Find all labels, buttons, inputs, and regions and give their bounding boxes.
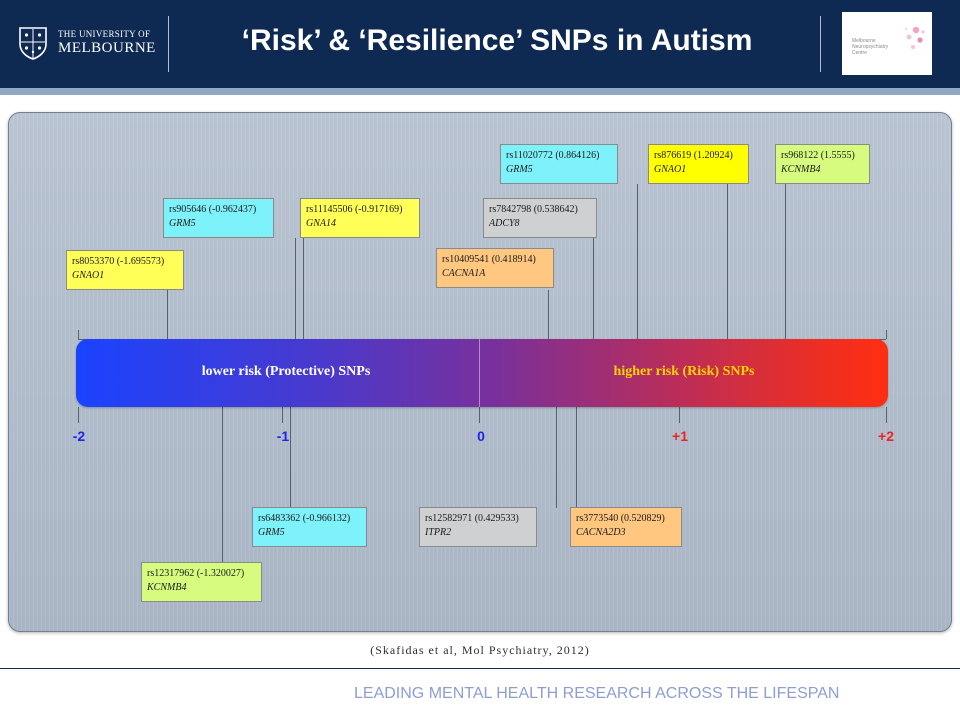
snp-id: rs8053370 (-1.695573) (72, 256, 165, 267)
connector-rs905646 (295, 238, 296, 339)
snp-box-rs11020772: rs11020772 (0.864126) GRM5 (500, 144, 618, 184)
connector-rs11145506 (303, 238, 304, 339)
protective-label: lower risk (Protective) SNPs (201, 364, 371, 379)
snp-gene: ITPR2 (425, 527, 452, 538)
snp-gene: CACNA1A (442, 268, 486, 279)
snp-box-rs8053370: rs8053370 (-1.695573) GNAO1 (66, 250, 184, 290)
tick-label-plus1: +1 (672, 428, 688, 444)
header-divider (820, 16, 821, 72)
scale-zero-divider (479, 339, 480, 407)
partner-logo: Melbourne Neuropsychiatry Centre (842, 12, 932, 75)
snp-id: rs11145506 (-0.917169) (306, 204, 403, 215)
snp-box-rs12582971: rs12582971 (0.429533) ITPR2 (419, 507, 537, 547)
snp-gene: GRM5 (169, 218, 196, 229)
axis-tick-plus2 (886, 407, 887, 423)
university-name-line1: THE UNIVERSITY OF (58, 29, 151, 39)
snp-gene: GNAO1 (72, 270, 105, 281)
header-divider (168, 16, 169, 72)
snp-box-rs6483362: rs6483362 (-0.966132) GRM5 (252, 507, 367, 547)
connector-rs7842798 (593, 238, 594, 339)
snp-gene: CACNA2D3 (576, 527, 626, 538)
snp-box-rs876619: rs876619 (1.20924) GNAO1 (648, 144, 749, 184)
connector-rs10409541 (548, 290, 549, 339)
snp-box-rs905646: rs905646 (-0.962437) GRM5 (163, 198, 274, 238)
snp-id: rs11020772 (0.864126) (506, 150, 600, 161)
tick-label-minus1: -1 (276, 428, 290, 444)
snp-id: rs3773540 (0.520829) (576, 513, 665, 524)
snp-id: rs10409541 (0.418914) (442, 254, 536, 265)
connector-rs8053370 (167, 290, 168, 339)
snp-gene: KCNMB4 (147, 582, 187, 593)
snp-box-rs3773540: rs3773540 (0.520829) CACNA2D3 (570, 507, 682, 547)
snp-gene: GRM5 (506, 164, 533, 175)
connector-rs12582971 (556, 407, 557, 508)
snp-box-rs10409541: rs10409541 (0.418914) CACNA1A (436, 248, 554, 288)
snp-id: rs905646 (-0.962437) (169, 204, 257, 215)
partner-logo-text: Melbourne Neuropsychiatry Centre (852, 38, 889, 56)
partner-logo-mark-icon (904, 26, 925, 49)
axis-tick-zero (479, 407, 480, 423)
connector-rs3773540 (576, 407, 577, 508)
header-bar: THE UNIVERSITY OF MELBOURNE ‘Risk’ & ‘Re… (0, 0, 960, 88)
snp-id: rs6483362 (-0.966132) (258, 513, 351, 524)
header-stripe (0, 88, 960, 95)
snp-gene: GNA14 (306, 218, 336, 229)
tick-label-minus2: -2 (72, 428, 86, 444)
citation: (Skafidas et al, Mol Psychiatry, 2012) (370, 643, 590, 657)
connector-rs876619 (727, 184, 728, 339)
snp-gene: GRM5 (258, 527, 285, 538)
snp-id: rs7842798 (0.538642) (489, 204, 578, 215)
snp-gene: KCNMB4 (781, 164, 821, 175)
snp-id: rs876619 (1.20924) (654, 150, 733, 161)
axis-tick-plus1 (679, 407, 680, 423)
axis-end-tick (78, 330, 79, 339)
risk-scale-bar: lower risk (Protective) SNPs higher risk… (76, 339, 888, 407)
connector-rs12317962 (222, 407, 223, 563)
connector-rs968122 (785, 184, 786, 339)
tick-label-plus2: +2 (878, 428, 894, 444)
snp-box-rs968122: rs968122 (1.5555) KCNMB4 (775, 144, 870, 184)
tick-label-zero: 0 (477, 428, 485, 444)
axis-end-tick (886, 330, 887, 339)
snp-box-rs12317962: rs12317962 (-1.320027) KCNMB4 (141, 562, 262, 602)
snp-id: rs12582971 (0.429533) (425, 513, 519, 524)
university-crest-icon (19, 27, 47, 60)
snp-id: rs968122 (1.5555) (781, 150, 855, 161)
risk-label: higher risk (Risk) SNPs (613, 364, 755, 379)
connector-rs11020772 (637, 184, 638, 339)
axis-tick-minus1 (282, 407, 283, 423)
snp-gene: GNAO1 (654, 164, 687, 175)
axis-tick-minus2 (78, 407, 79, 423)
snp-gene: ADCY8 (489, 218, 520, 229)
university-logo: THE UNIVERSITY OF MELBOURNE (18, 26, 158, 60)
snp-box-rs11145506: rs11145506 (-0.917169) GNA14 (300, 198, 420, 238)
university-name-line2: MELBOURNE (58, 40, 156, 56)
footer-tagline: LEADING MENTAL HEALTH RESEARCH ACROSS TH… (354, 685, 840, 702)
snp-id: rs12317962 (-1.320027) (147, 568, 245, 579)
footer-divider (0, 668, 960, 669)
snp-box-rs7842798: rs7842798 (0.538642) ADCY8 (483, 198, 597, 238)
page-title: ‘Risk’ & ‘Resilience’ SNPs in Autism (241, 24, 753, 57)
connector-rs6483362 (290, 407, 291, 508)
